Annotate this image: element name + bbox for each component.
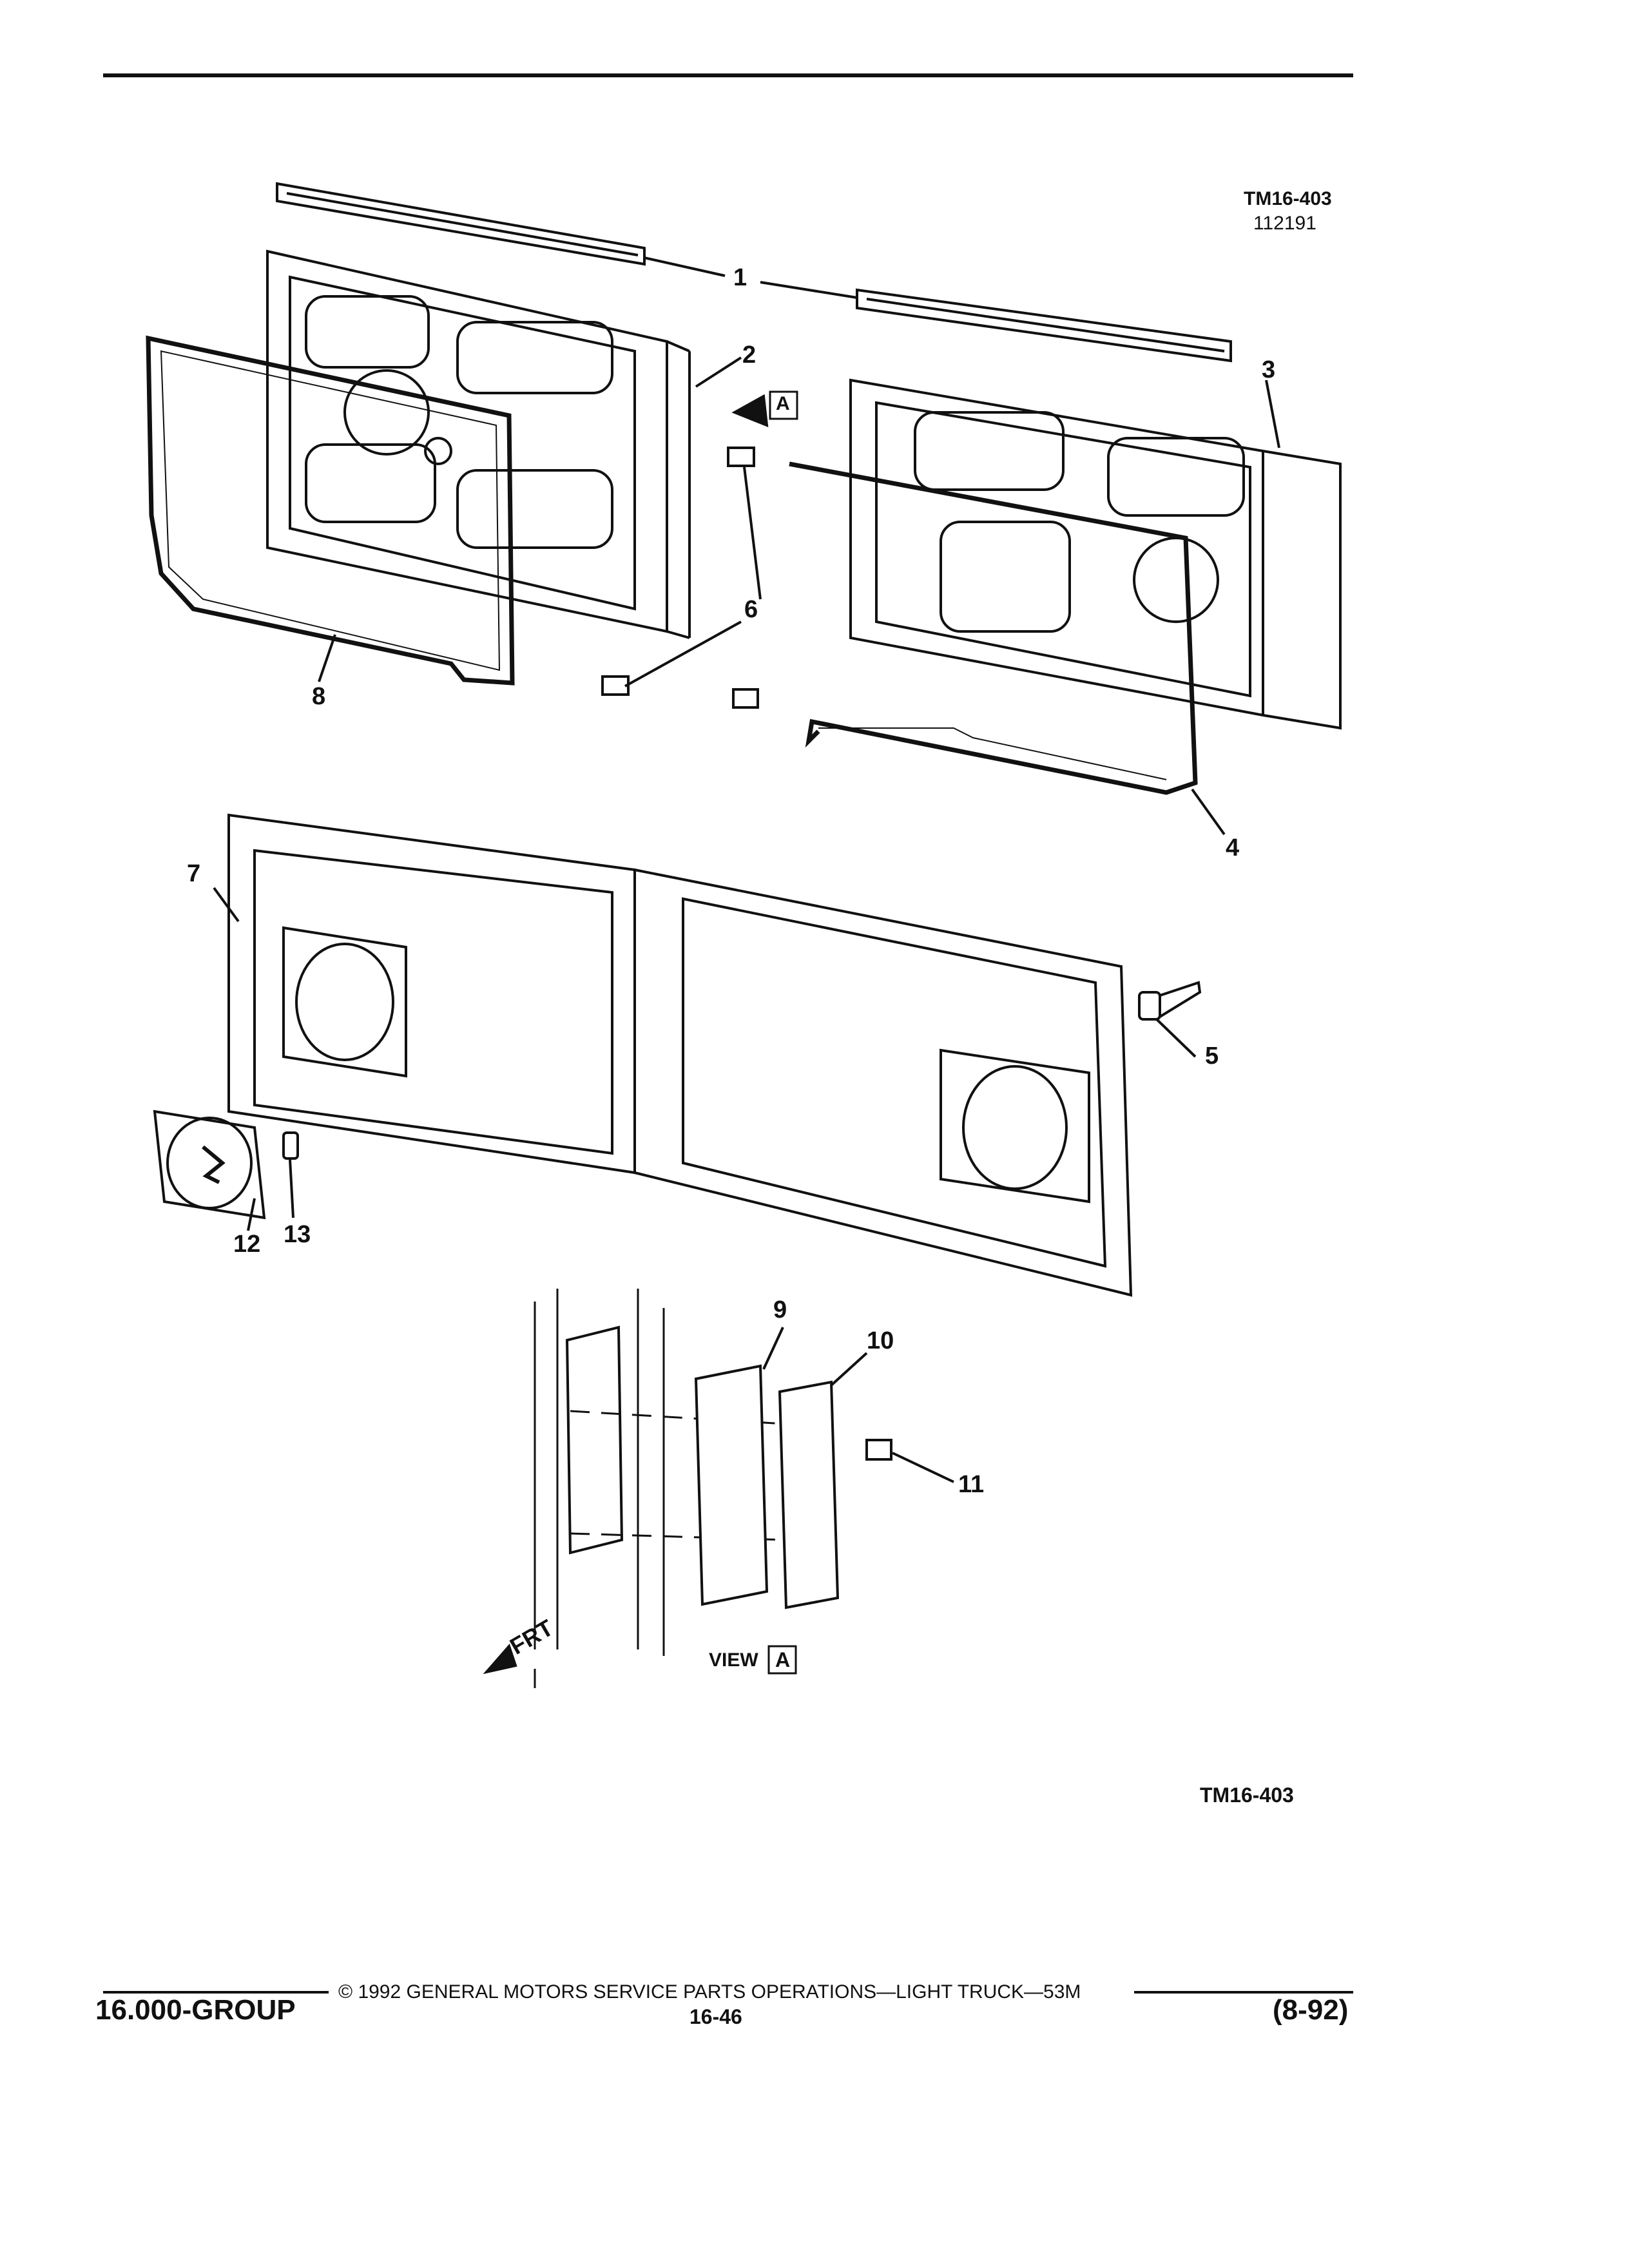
leader-11 bbox=[892, 1452, 954, 1483]
part-13-screw bbox=[282, 1131, 299, 1160]
view-a-arrow bbox=[731, 394, 769, 428]
callout-4: 4 bbox=[1226, 834, 1240, 861]
footer-date: (8-92) bbox=[1273, 1994, 1349, 2026]
view-a-detail bbox=[534, 1289, 787, 1656]
callout-3: 3 bbox=[1262, 356, 1276, 383]
leader-5 bbox=[1155, 1018, 1197, 1058]
leader-10 bbox=[830, 1352, 868, 1387]
callout-5: 5 bbox=[1205, 1043, 1219, 1070]
part-2-left-door-panel bbox=[266, 249, 691, 639]
leader-2 bbox=[695, 356, 742, 388]
leader-12 bbox=[247, 1198, 256, 1231]
part-9-gasket bbox=[694, 1364, 769, 1606]
footer-copyright: © 1992 GENERAL MOTORS SERVICE PARTS OPER… bbox=[338, 1981, 1081, 2003]
part-5-screw bbox=[1138, 981, 1202, 1021]
part-1-molding bbox=[276, 182, 1232, 363]
view-label-letter: A bbox=[775, 1648, 791, 1671]
footer-page-number: 16-46 bbox=[689, 2005, 742, 2028]
part-12-speaker-grille bbox=[153, 1110, 266, 1220]
part-7-left-trim-panel bbox=[227, 813, 636, 1175]
part-11-bolt bbox=[865, 1439, 892, 1461]
footer-group: 16.000-GROUP bbox=[95, 1994, 296, 2026]
leader-8 bbox=[318, 634, 336, 682]
leader-9 bbox=[762, 1327, 784, 1370]
leader-3 bbox=[1265, 380, 1280, 448]
view-a-arrow-letter: A bbox=[776, 393, 790, 414]
callout-10: 10 bbox=[867, 1327, 894, 1354]
leader-4 bbox=[1191, 788, 1226, 836]
callout-8: 8 bbox=[312, 683, 326, 710]
part-4-right-weatherstrip bbox=[789, 461, 1198, 795]
view-label: VIEW bbox=[709, 1649, 758, 1671]
callout-13: 13 bbox=[284, 1221, 311, 1248]
leader-7 bbox=[213, 887, 240, 923]
part-6-bolts bbox=[601, 447, 759, 709]
figure-id-bottom: TM16-403 bbox=[1200, 1783, 1294, 1807]
leader-1b bbox=[760, 281, 858, 299]
part-8-left-weatherstrip bbox=[146, 335, 515, 686]
leader-1a bbox=[644, 256, 726, 277]
callout-11: 11 bbox=[958, 1471, 985, 1498]
part-3-right-door-panel bbox=[849, 378, 1342, 730]
leader-6b bbox=[624, 620, 742, 687]
view-a-arrow-box bbox=[769, 390, 798, 420]
figure-id: TM16-403 bbox=[1244, 188, 1332, 209]
callout-2: 2 bbox=[742, 341, 757, 369]
leader-6a bbox=[743, 466, 762, 600]
figure-code: 112191 bbox=[1253, 213, 1316, 234]
callout-6: 6 bbox=[744, 596, 758, 623]
frt-arrow bbox=[483, 1644, 517, 1675]
part-10-plate bbox=[778, 1380, 840, 1610]
part-7-right-trim-panel bbox=[633, 868, 1133, 1297]
callout-1: 1 bbox=[733, 264, 747, 291]
callout-9: 9 bbox=[773, 1296, 787, 1323]
leader-13 bbox=[289, 1159, 294, 1218]
callout-12: 12 bbox=[233, 1231, 261, 1258]
callout-7: 7 bbox=[187, 860, 201, 887]
view-box bbox=[767, 1645, 797, 1675]
